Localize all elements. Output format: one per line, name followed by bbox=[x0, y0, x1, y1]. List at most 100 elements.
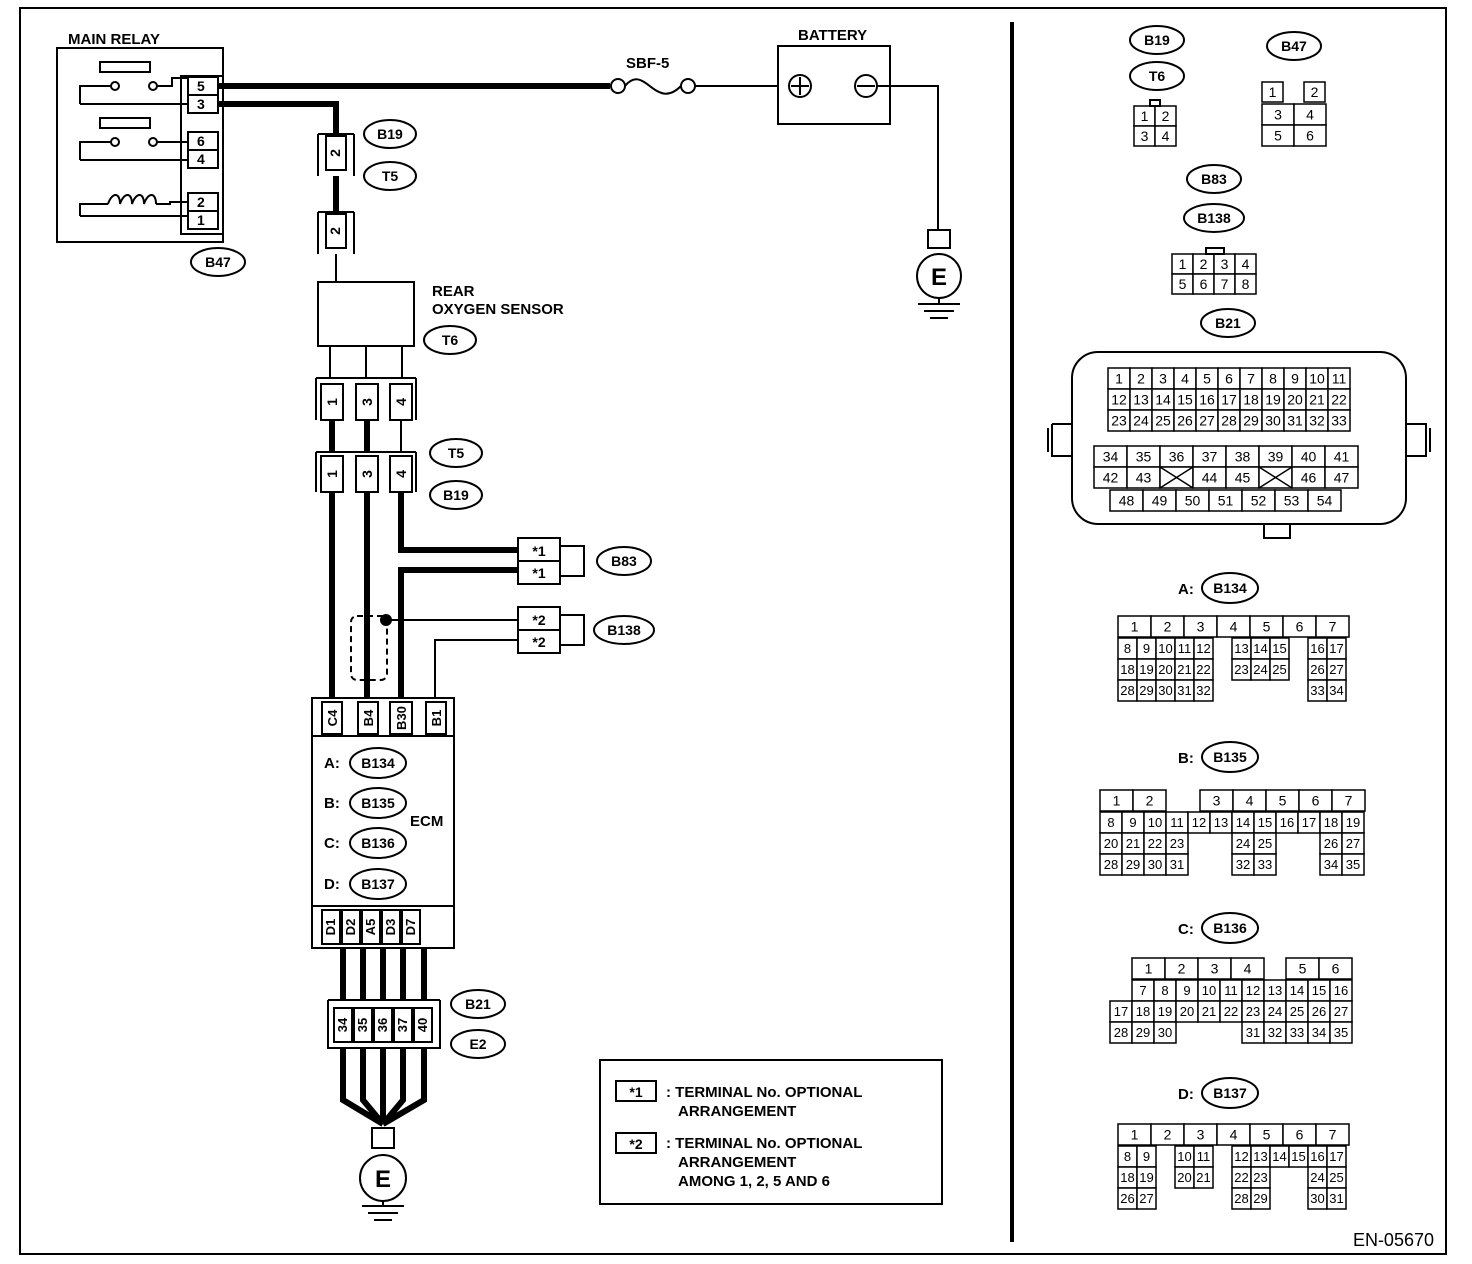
b134-cell bbox=[1315, 615, 1350, 638]
b135-pin-number: 17 bbox=[1302, 815, 1316, 830]
b134-pin-number: 26 bbox=[1310, 662, 1324, 677]
b134-pin-number: 9 bbox=[1143, 641, 1150, 656]
connector-b21-oval bbox=[450, 989, 506, 1019]
b134-pin-number: 32 bbox=[1196, 683, 1210, 698]
ecm-conn-b137-label: B137 bbox=[361, 876, 395, 892]
b21-lower-pin-number: 51 bbox=[1218, 493, 1234, 509]
relay-pin-3: 3 bbox=[197, 96, 205, 112]
b136-pin-number: 9 bbox=[1183, 983, 1190, 998]
b135-pin-number: 25 bbox=[1258, 836, 1272, 851]
b21-upper-pin-number: 4 bbox=[1181, 371, 1189, 387]
b21-lower-pin-number: 54 bbox=[1317, 493, 1333, 509]
b135-pin-number: 7 bbox=[1345, 793, 1353, 809]
ecm-conn-b136-oval bbox=[349, 827, 407, 859]
b21-pin-36: 36 bbox=[375, 1018, 390, 1032]
b137-pin-number: 10 bbox=[1177, 1149, 1191, 1164]
b21-upper-pin-number: 33 bbox=[1331, 413, 1347, 429]
page-frame bbox=[19, 7, 1447, 1255]
view-b21-oval bbox=[1200, 308, 1256, 338]
t5-pin-3: 3 bbox=[359, 470, 375, 478]
b134-pin-number: 34 bbox=[1329, 683, 1343, 698]
b19-t6-cell bbox=[1154, 125, 1177, 147]
b47-pin-number: 2 bbox=[1311, 84, 1319, 100]
b19-t6-pin-number: 4 bbox=[1162, 128, 1170, 144]
b136-pin-number: 23 bbox=[1246, 1004, 1260, 1019]
b137-pin-number: 4 bbox=[1230, 1127, 1238, 1143]
legend-text-2b: ARRANGEMENT bbox=[678, 1154, 796, 1171]
view-t6-oval bbox=[1129, 61, 1185, 91]
b135-pin-number: 35 bbox=[1346, 857, 1360, 872]
b137-cell bbox=[1136, 1187, 1157, 1210]
view-b136-oval bbox=[1201, 912, 1259, 944]
b21-upper-pin-number: 14 bbox=[1155, 392, 1171, 408]
b21-lower-pin-number: 53 bbox=[1284, 493, 1300, 509]
legend-text-2a: : TERMINAL No. OPTIONAL bbox=[666, 1135, 862, 1152]
b135-pin-number: 31 bbox=[1170, 857, 1184, 872]
ecm-conn-d-prefix: D: bbox=[324, 876, 340, 893]
b135-pin-number: 28 bbox=[1104, 857, 1118, 872]
b21-lower-cell bbox=[1324, 466, 1359, 489]
connector-e2-label: E2 bbox=[469, 1036, 486, 1052]
b134-pin-number: 23 bbox=[1234, 662, 1248, 677]
b136-pin-number: 14 bbox=[1290, 983, 1304, 998]
ecm-pin-b30: B30 bbox=[394, 706, 409, 730]
main-relay bbox=[56, 47, 224, 243]
wire-relay3-to-b19 bbox=[218, 101, 339, 134]
b136-pin-number: 15 bbox=[1312, 983, 1326, 998]
ecm-pin-d3: D3 bbox=[383, 919, 398, 936]
b136-pin-number: 35 bbox=[1334, 1025, 1348, 1040]
b135-pin-number: 12 bbox=[1192, 815, 1206, 830]
view-b136-prefix: C: bbox=[1178, 921, 1194, 938]
connector-b47-label: B47 bbox=[205, 254, 231, 270]
b134-pin-number: 1 bbox=[1131, 619, 1139, 635]
b136-pin-number: 24 bbox=[1268, 1004, 1282, 1019]
b137-pin-number: 24 bbox=[1310, 1170, 1324, 1185]
ecm-pin-b1: B1 bbox=[429, 710, 444, 727]
connector-b19-label: B19 bbox=[443, 487, 469, 503]
b136-pin-number: 33 bbox=[1290, 1025, 1304, 1040]
b21-lower-blank-cavity bbox=[1159, 466, 1194, 489]
battery-label: BATTERY bbox=[798, 27, 867, 44]
b135-pin-number: 3 bbox=[1213, 793, 1221, 809]
inline-connector-2-upper bbox=[317, 133, 355, 176]
t6-pin-3: 3 bbox=[359, 398, 375, 406]
inline-pin-2-upper: 2 bbox=[327, 149, 343, 157]
view-b135-prefix: B: bbox=[1178, 750, 1194, 767]
relay-pin-2: 2 bbox=[197, 194, 205, 210]
b136-pin-number: 11 bbox=[1224, 983, 1238, 998]
relay-pin-6: 6 bbox=[197, 133, 205, 149]
b47-pin-number: 4 bbox=[1306, 107, 1314, 123]
b134-pin-number: 2 bbox=[1164, 619, 1172, 635]
b135-pin-number: 6 bbox=[1312, 793, 1320, 809]
b135-pin-number: 29 bbox=[1126, 857, 1140, 872]
b19-t6-pin-number: 2 bbox=[1162, 108, 1170, 124]
connector-t6-label: T6 bbox=[442, 332, 459, 348]
b21-lower-pin-number: 40 bbox=[1301, 449, 1317, 465]
b21-lower-pin-number: 42 bbox=[1103, 470, 1119, 486]
b83-b138-pin-number: 8 bbox=[1242, 276, 1250, 292]
t6-pin-4: 4 bbox=[393, 398, 409, 406]
wire-gnd-converge bbox=[340, 1048, 427, 1127]
b137-pin-number: 5 bbox=[1263, 1127, 1271, 1143]
b137-pin-number: 21 bbox=[1196, 1170, 1210, 1185]
b137-pin-number: 16 bbox=[1310, 1149, 1324, 1164]
b21-lower-cell bbox=[1307, 489, 1342, 512]
b135-pin-number: 22 bbox=[1148, 836, 1162, 851]
fuse-sbf5 bbox=[610, 78, 696, 95]
b135-pin-number: 11 bbox=[1170, 815, 1184, 830]
b137-pin-number: 17 bbox=[1329, 1149, 1343, 1164]
b137-pin-number: 19 bbox=[1139, 1170, 1153, 1185]
main-relay-label: MAIN RELAY bbox=[68, 31, 160, 48]
b21-upper-pin-number: 13 bbox=[1133, 392, 1149, 408]
b137-cell bbox=[1315, 1123, 1350, 1146]
b137-pin-number: 12 bbox=[1234, 1149, 1248, 1164]
b137-pin-number: 9 bbox=[1143, 1149, 1150, 1164]
view-b137-prefix: D: bbox=[1178, 1086, 1194, 1103]
wire-battery-to-ground bbox=[877, 85, 939, 230]
b21-lower-pin-number: 47 bbox=[1334, 470, 1350, 486]
b135-pin-number: 33 bbox=[1258, 857, 1272, 872]
b21-lower-pin-number: 43 bbox=[1136, 470, 1152, 486]
